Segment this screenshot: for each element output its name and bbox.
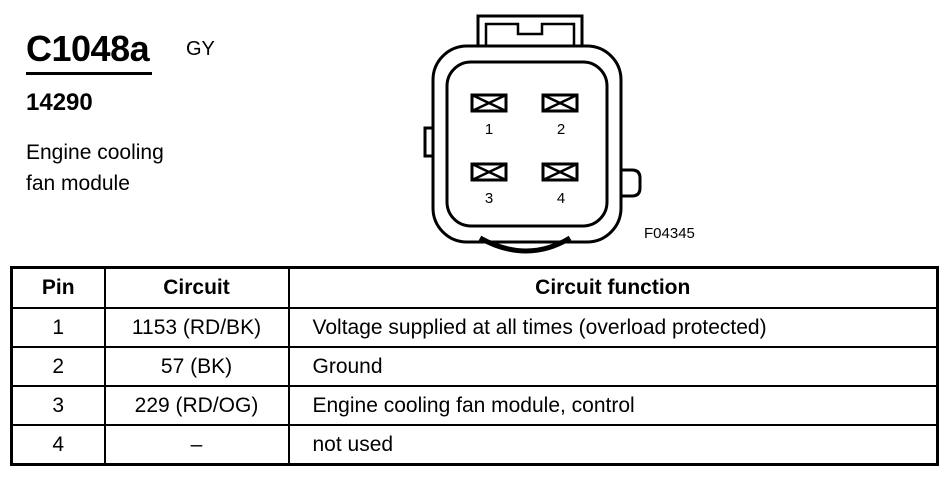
- color-code: GY: [186, 38, 215, 60]
- function-cell: Engine cooling fan module, control: [287, 385, 939, 426]
- pin-label-4: 4: [557, 190, 565, 207]
- component-description: Engine cooling fan module: [26, 137, 164, 199]
- connector-code-underline: [26, 72, 152, 75]
- pin-cell: 1: [10, 307, 106, 348]
- connector-bottom-lock: [478, 235, 572, 254]
- terminal-1: [470, 93, 508, 113]
- circuit-cell: 229 (RD/OG): [103, 385, 290, 426]
- function-cell: not used: [287, 424, 939, 466]
- header-circuit-function: Circuit function: [287, 266, 939, 309]
- pin-label-3: 3: [485, 190, 493, 207]
- circuit-cell: –: [103, 424, 290, 466]
- pin-cell: 2: [10, 346, 106, 387]
- description-line-2: fan module: [26, 172, 130, 195]
- pin-cell: 4: [10, 424, 106, 466]
- connector-right-tab: [618, 168, 642, 198]
- pin-label-1: 1: [485, 121, 493, 138]
- circuit-cell: 57 (BK): [103, 346, 290, 387]
- table-header-row: Pin Circuit Circuit function: [10, 266, 939, 309]
- terminal-3: [470, 162, 508, 182]
- connector-code: C1048a: [26, 28, 150, 69]
- terminal-2: [541, 93, 579, 113]
- pin-cell: 3: [10, 385, 106, 426]
- circuit-cell: 1153 (RD/BK): [103, 307, 290, 348]
- function-cell: Voltage supplied at all times (overload …: [287, 307, 939, 348]
- terminal-4: [541, 162, 579, 182]
- table-row: 2 57 (BK) Ground: [10, 346, 939, 387]
- figure-reference: F04345: [644, 225, 695, 242]
- part-number: 14290: [26, 89, 93, 116]
- connector-inner-face: [445, 60, 609, 228]
- header-circuit: Circuit: [103, 266, 290, 309]
- table-row: 4 – not used: [10, 424, 939, 466]
- header-pin: Pin: [10, 266, 106, 309]
- table-row: 1 1153 (RD/BK) Voltage supplied at all t…: [10, 307, 939, 348]
- connector-latch: [476, 14, 584, 52]
- connector-face-diagram: 1 2 3 4: [423, 14, 642, 254]
- pin-label-2: 2: [557, 121, 565, 138]
- connector-left-tab: [423, 126, 436, 158]
- pinout-table: Pin Circuit Circuit function 1 1153 (RD/…: [10, 266, 939, 466]
- connector-outer-housing: [431, 44, 623, 244]
- description-line-1: Engine cooling: [26, 141, 164, 164]
- function-cell: Ground: [287, 346, 939, 387]
- table-row: 3 229 (RD/OG) Engine cooling fan module,…: [10, 385, 939, 426]
